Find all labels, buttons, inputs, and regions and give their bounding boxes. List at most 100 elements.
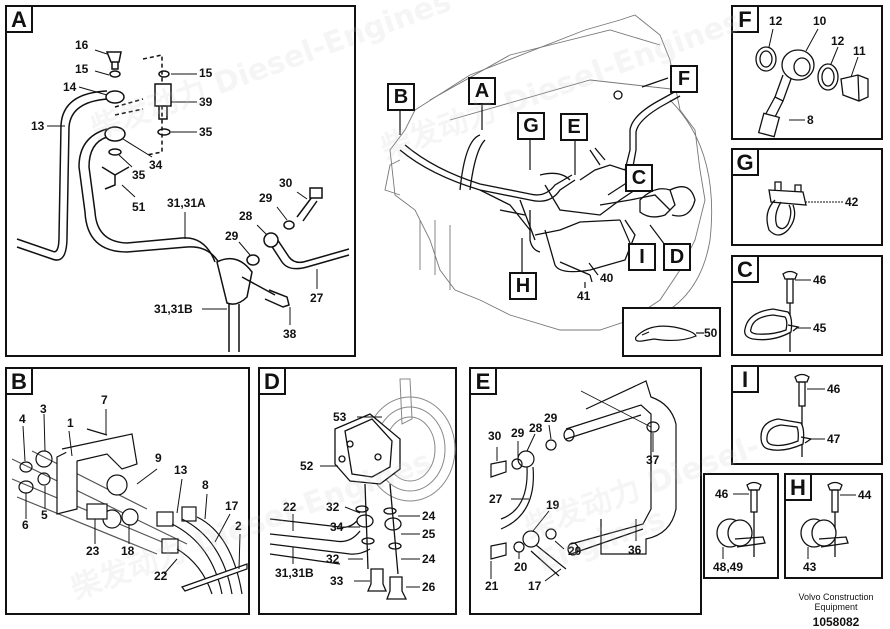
callout-22: 22 (283, 500, 297, 514)
panel-a: A (5, 5, 356, 357)
callout-9: 9 (155, 451, 162, 465)
panel-d: D (258, 367, 457, 615)
overview-callout-i[interactable]: I (628, 243, 656, 271)
callout-14: 14 (63, 80, 77, 94)
panel-i: I 46 47 (731, 365, 883, 465)
callout-15b: 15 (199, 66, 213, 80)
callout-29b: 29 (544, 411, 558, 425)
panel-h: H 44 43 (784, 473, 883, 579)
callout-11: 11 (853, 44, 866, 58)
panel-a-drawing (16, 49, 350, 352)
overview-callout-e[interactable]: E (560, 113, 588, 141)
drawing-number: 1058082 (812, 615, 860, 629)
footer-line1: Volvo Construction (798, 592, 874, 602)
panel-tag-d: D (260, 369, 286, 395)
callout-8: 8 (807, 113, 814, 127)
overview-callout-h[interactable]: H (509, 272, 537, 300)
callout-13: 13 (31, 119, 45, 133)
overview-callout-d[interactable]: D (663, 243, 691, 271)
overview-callout-f[interactable]: F (670, 65, 698, 93)
callout-38: 38 (283, 327, 297, 341)
callout-44: 44 (858, 488, 872, 502)
callout-35: 35 (199, 125, 213, 139)
callout-6: 6 (22, 518, 29, 532)
panel-tag-a: A (7, 7, 33, 33)
callout-8: 8 (202, 478, 209, 492)
panel-e-drawing (490, 380, 677, 582)
panel-clip: 46 48,49 (703, 473, 779, 579)
callout-20b: 20 (514, 560, 528, 574)
callout-27: 27 (310, 291, 324, 305)
panel-d-drawing (269, 378, 456, 600)
callout-46: 46 (715, 487, 729, 501)
callout-3: 3 (40, 402, 47, 416)
callout-22: 22 (154, 569, 168, 583)
callout-43: 43 (803, 560, 817, 574)
panel-f: F 12 10 12 11 8 (731, 5, 883, 140)
overview-callout-a[interactable]: A (468, 77, 496, 105)
overview-callout-g[interactable]: G (517, 112, 545, 140)
callout-29: 29 (511, 426, 525, 440)
callout-45: 45 (813, 321, 827, 335)
callout-17: 17 (528, 579, 542, 593)
callout-42: 42 (845, 195, 859, 209)
panel-h-drawing (800, 481, 856, 559)
callout-41: 41 (577, 289, 591, 303)
panel-g-drawing (766, 181, 843, 236)
overview-callout-c[interactable]: C (625, 164, 653, 192)
callout-29b: 29 (225, 229, 239, 243)
callout-50: 50 (704, 326, 718, 340)
panel-e: E (469, 367, 702, 615)
panel-tag-g: G (733, 150, 759, 176)
engine-drawing (384, 14, 713, 331)
callout-24b: 24 (422, 552, 436, 566)
callout-37: 37 (646, 453, 660, 467)
panel-tag-f: F (733, 7, 759, 33)
callout-31-31b: 31,31B (154, 302, 193, 316)
callout-40: 40 (600, 271, 614, 285)
callout-51: 51 (132, 200, 146, 214)
callout-15: 15 (75, 62, 89, 76)
callout-31-31a: 31,31A (167, 196, 206, 210)
callout-13: 13 (174, 463, 188, 477)
panel-tag-h: H (786, 475, 812, 501)
callout-12: 12 (769, 14, 783, 28)
callout-18: 18 (121, 544, 135, 558)
callout-1: 1 (67, 416, 74, 430)
callout-12b: 12 (831, 34, 845, 48)
panel-clip-drawing (716, 481, 766, 559)
callout-36: 36 (628, 543, 642, 557)
callout-24: 24 (422, 509, 436, 523)
panel-tag-b: B (7, 369, 33, 395)
footer-line2: Equipment (814, 602, 858, 612)
callout-33: 33 (330, 574, 344, 588)
callout-53: 53 (333, 410, 347, 424)
panel-b-drawing (11, 409, 248, 595)
callout-52: 52 (300, 459, 314, 473)
callout-20: 20 (568, 544, 582, 558)
callout-19: 19 (546, 498, 560, 512)
panel-c: C 46 45 (731, 255, 883, 356)
callout-21: 21 (485, 579, 499, 593)
callout-26: 26 (422, 580, 436, 594)
callout-46: 46 (827, 382, 841, 396)
callout-35b: 35 (132, 168, 146, 182)
cable-tie-drawing (635, 325, 704, 342)
panel-tag-e: E (471, 369, 497, 395)
panel-i-drawing (760, 373, 825, 457)
panel-g: G 42 (731, 148, 883, 246)
overview-callout-b[interactable]: B (387, 83, 415, 111)
callout-7: 7 (101, 393, 108, 407)
panel-c-drawing (744, 270, 811, 352)
callout-34: 34 (149, 158, 163, 172)
callout-31-31b: 31,31B (275, 566, 314, 580)
callout-16: 16 (75, 38, 89, 52)
callout-30: 30 (279, 176, 293, 190)
engine-overview: B A G E F C H I D 40 41 (360, 0, 720, 360)
callout-10: 10 (813, 14, 827, 28)
panel-cable-tie: 50 (622, 307, 721, 357)
callout-39: 39 (199, 95, 213, 109)
callout-32: 32 (326, 500, 340, 514)
panel-tag-i: I (733, 367, 759, 393)
callout-17: 17 (225, 499, 239, 513)
